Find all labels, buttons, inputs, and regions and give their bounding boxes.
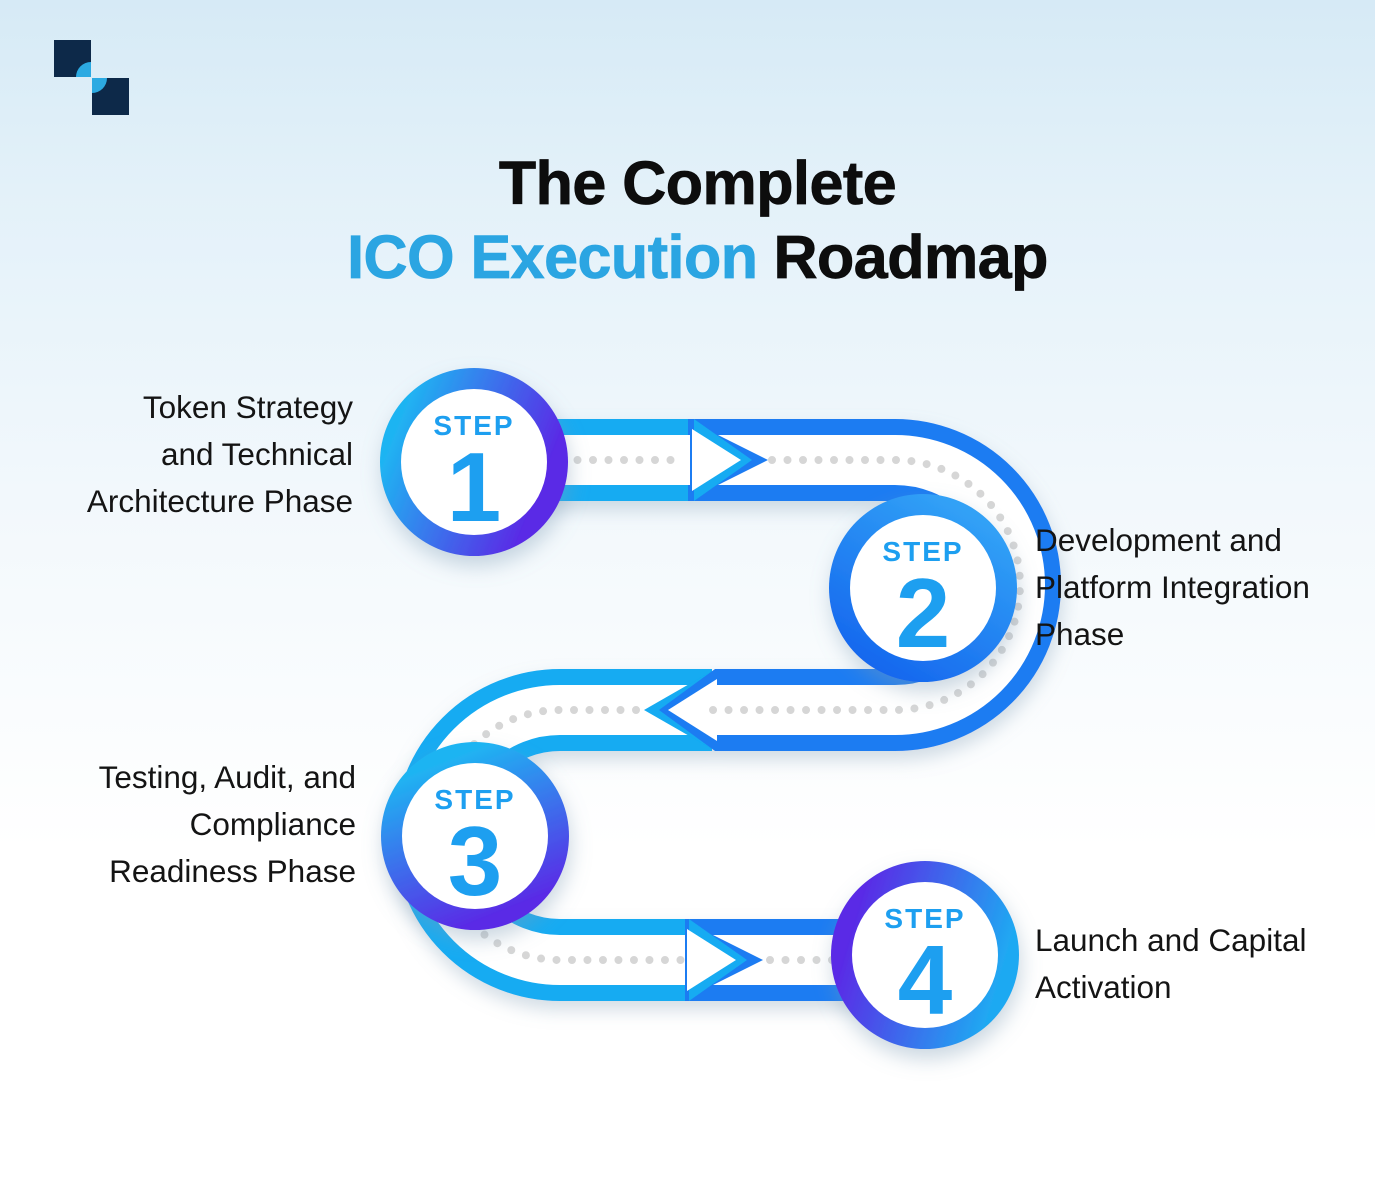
logo-quarter-circle-top — [76, 62, 91, 77]
step-3-label: Testing, Audit, and Compliance Readiness… — [99, 754, 356, 895]
step-2-disc — [850, 515, 996, 661]
step-3-label-line: Testing, Audit, and — [98, 759, 356, 795]
step-1-disc — [401, 389, 547, 535]
step-1-label-line: Token Strategy — [142, 389, 353, 425]
step-2-label-line: Phase — [1035, 616, 1125, 652]
step-4-label: Launch and Capital Activation — [1035, 917, 1306, 1011]
step-4-label-line: Launch and Capital — [1035, 922, 1307, 958]
step-4-disc — [852, 882, 998, 1028]
step-3-label-line: Compliance — [189, 806, 356, 842]
road-dashes-2 — [699, 456, 1024, 714]
road-arrow-head-3-surface — [687, 929, 736, 991]
road-dashes-3 — [431, 706, 688, 964]
company-logo — [54, 40, 129, 115]
step-1-label: Token Strategy and Technical Architectur… — [87, 384, 353, 525]
road-arrow-head-1-surface — [692, 429, 741, 491]
title-accent-text: ICO Execution — [347, 223, 759, 292]
title-rest-text: Roadmap — [773, 223, 1049, 292]
step-1-label-line: and Technical — [160, 436, 353, 472]
step-2-label-line: Platform Integration — [1035, 569, 1310, 605]
step-3-label-line: Readiness Phase — [109, 853, 356, 889]
road-arrow-head-2-surface — [668, 679, 717, 741]
step-2-label: Development and Platform Integration Pha… — [1035, 517, 1310, 658]
logo-quarter-circle-bottom — [92, 78, 107, 93]
step-1-label-line: Architecture Phase — [86, 483, 353, 519]
step-4-label-line: Activation — [1035, 969, 1172, 1005]
title-line-1: The Complete — [498, 149, 897, 218]
step-3-disc — [402, 763, 548, 909]
step-2-label-line: Development and — [1035, 522, 1282, 558]
step-circles — [380, 368, 1019, 1049]
